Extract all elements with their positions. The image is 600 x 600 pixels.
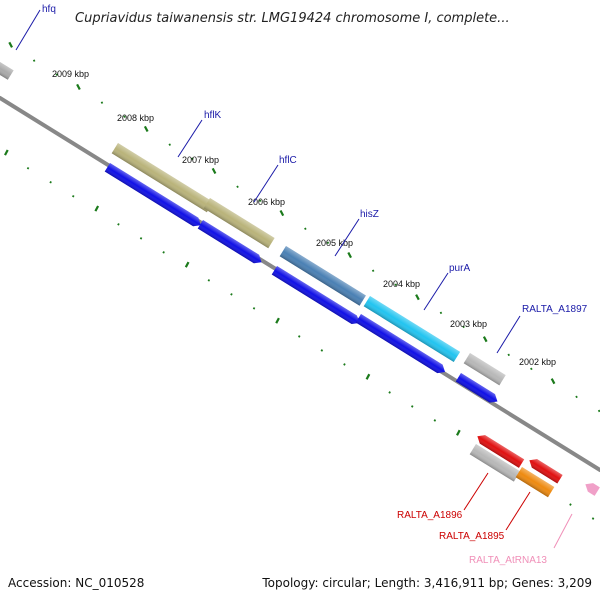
gene-ralta-a1896-box[interactable] — [469, 444, 521, 482]
gene-hisz-box[interactable] — [279, 246, 366, 306]
major-tick — [415, 294, 420, 301]
major-tick — [275, 317, 280, 324]
gene-ralta-a1895-box[interactable] — [515, 467, 555, 498]
gene-label-ralta-a1895[interactable]: RALTA_A1895 — [439, 531, 505, 542]
gene-label-pura[interactable]: purA — [449, 263, 470, 274]
major-tick — [279, 209, 285, 217]
minor-tick — [439, 311, 443, 315]
minor-tick — [304, 227, 307, 231]
minor-tick — [343, 363, 346, 366]
gene-label-hflk[interactable]: hflK — [204, 110, 222, 121]
cds-arrow[interactable] — [271, 266, 362, 327]
gene-hflk-box[interactable] — [111, 143, 214, 213]
major-tick — [184, 261, 190, 268]
kbp-label: 2003 kbp — [450, 319, 487, 329]
gene-label-ralta-atrna13[interactable]: RALTA_AtRNA13 — [469, 555, 547, 566]
kbp-label: 2009 kbp — [52, 69, 89, 79]
minor-tick — [100, 101, 104, 104]
major-tick — [482, 336, 488, 343]
minor-tick — [49, 180, 52, 184]
minor-tick — [252, 307, 256, 310]
minor-tick — [597, 409, 600, 413]
major-tick — [550, 378, 556, 385]
major-tick — [347, 251, 352, 259]
minor-tick — [230, 293, 233, 296]
gene-hfq-box[interactable] — [0, 54, 14, 80]
kbp-label: 2005 kbp — [316, 238, 353, 248]
gene-labels: hfq hflK hflC hisZ purA RALTA_A1897 RALT… — [42, 4, 588, 566]
major-tick — [365, 373, 371, 380]
minor-tick — [298, 335, 301, 338]
cds-arrow[interactable] — [455, 373, 500, 406]
map-title: Cupriavidus taiwanensis str. LMG19424 ch… — [75, 11, 510, 26]
minor-tick — [168, 143, 171, 146]
major-tick — [76, 83, 81, 91]
gene-ralta-a1896-arrow[interactable] — [475, 432, 525, 468]
gene-label-ralta-a1896[interactable]: RALTA_A1896 — [397, 510, 463, 521]
minor-tick — [388, 391, 391, 394]
minor-tick — [411, 405, 414, 408]
topology-text: Topology: circular; Length: 3,416,911 bp… — [261, 576, 592, 590]
accession-text: Accession: NC_010528 — [8, 576, 144, 590]
cds-arrow[interactable] — [197, 220, 264, 266]
gene-ralta-atrna13-arrow[interactable] — [583, 480, 600, 496]
gene-label-hisz[interactable]: hisZ — [360, 209, 379, 220]
minor-tick — [32, 59, 36, 62]
cds-arrow[interactable] — [104, 163, 204, 229]
minor-tick — [575, 395, 578, 399]
reverse-feature-track — [469, 432, 600, 498]
minor-tick — [162, 251, 165, 254]
minor-tick — [462, 325, 465, 329]
cds-arrow[interactable] — [355, 314, 448, 376]
gene-label-hfq[interactable]: hfq — [42, 4, 56, 15]
major-tick — [4, 149, 9, 156]
kbp-label: 2002 kbp — [519, 357, 556, 367]
minor-tick — [207, 279, 211, 282]
gene-ralta-a1897-box[interactable] — [463, 353, 506, 386]
minor-tick — [507, 353, 510, 357]
gene-red-arrow[interactable] — [527, 456, 563, 484]
minor-tick — [123, 115, 126, 118]
kbp-label: 2007 kbp — [182, 155, 219, 165]
gene-hflc-box[interactable] — [203, 198, 275, 249]
minor-tick — [26, 166, 30, 170]
minor-tick — [72, 194, 75, 198]
kbp-label: 2008 kbp — [117, 113, 154, 123]
minor-tick — [236, 185, 239, 189]
kbp-label: 2004 kbp — [383, 279, 420, 289]
minor-tick — [191, 157, 194, 160]
minor-tick — [394, 283, 397, 287]
minor-tick — [258, 199, 262, 203]
minor-tick — [326, 241, 330, 245]
gene-label-hflc[interactable]: hflC — [279, 155, 297, 166]
major-tick — [456, 429, 461, 436]
tick-track-layer — [4, 41, 600, 520]
minor-tick — [530, 367, 533, 371]
kbp-label: 2006 kbp — [248, 197, 285, 207]
minor-tick — [591, 517, 595, 520]
cds-arrow-track — [104, 163, 500, 406]
major-tick — [143, 125, 149, 133]
minor-tick — [569, 503, 572, 506]
minor-tick — [433, 419, 437, 422]
minor-tick — [371, 269, 375, 273]
gene-pura-box[interactable] — [363, 296, 461, 363]
kbp-labels: 2009 kbp 2008 kbp 2007 kbp 2006 kbp 2005… — [52, 69, 556, 367]
forward-feature-track — [0, 54, 506, 386]
label-leader-lines — [15, 9, 573, 549]
minor-tick — [117, 223, 120, 226]
major-tick — [211, 167, 217, 175]
major-tick — [8, 41, 13, 48]
minor-tick — [320, 349, 324, 352]
minor-tick — [139, 237, 143, 240]
major-tick — [94, 205, 100, 212]
gene-label-ralta-a1897[interactable]: RALTA_A1897 — [522, 304, 588, 315]
minor-tick — [55, 73, 58, 76]
